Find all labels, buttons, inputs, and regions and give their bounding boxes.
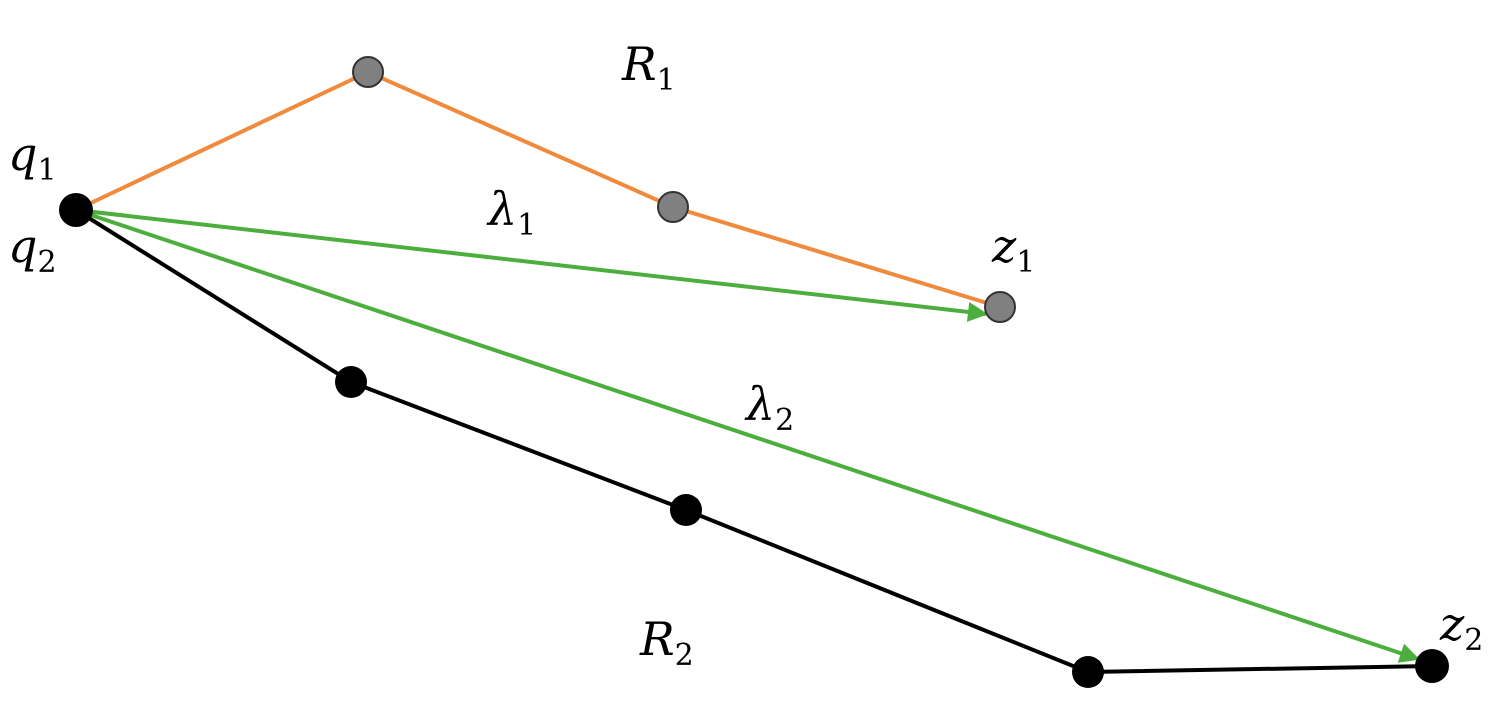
vector-lambda1 bbox=[75, 208, 988, 322]
endpoint-z2 bbox=[1415, 649, 1449, 683]
label-z2: z2 bbox=[1439, 597, 1483, 658]
route-r2-node bbox=[670, 494, 702, 526]
label-lambda2: λ2 bbox=[744, 377, 794, 438]
route-r2-node bbox=[335, 366, 367, 398]
route-r1-path bbox=[75, 70, 1001, 309]
route-r1-node bbox=[657, 191, 689, 223]
route-r2-node bbox=[1072, 656, 1104, 688]
start-node-q bbox=[59, 193, 93, 227]
label-lambda1: λ1 bbox=[486, 182, 536, 243]
label-q1: q1 bbox=[8, 127, 57, 188]
label-z1: z1 bbox=[991, 219, 1035, 280]
route-r1-node bbox=[352, 56, 384, 88]
endpoint-z1 bbox=[984, 291, 1016, 323]
label-r2: R2 bbox=[639, 612, 694, 673]
vector-lambda2 bbox=[75, 208, 1420, 663]
label-r1: R1 bbox=[621, 37, 676, 98]
label-q2: q2 bbox=[8, 219, 57, 280]
